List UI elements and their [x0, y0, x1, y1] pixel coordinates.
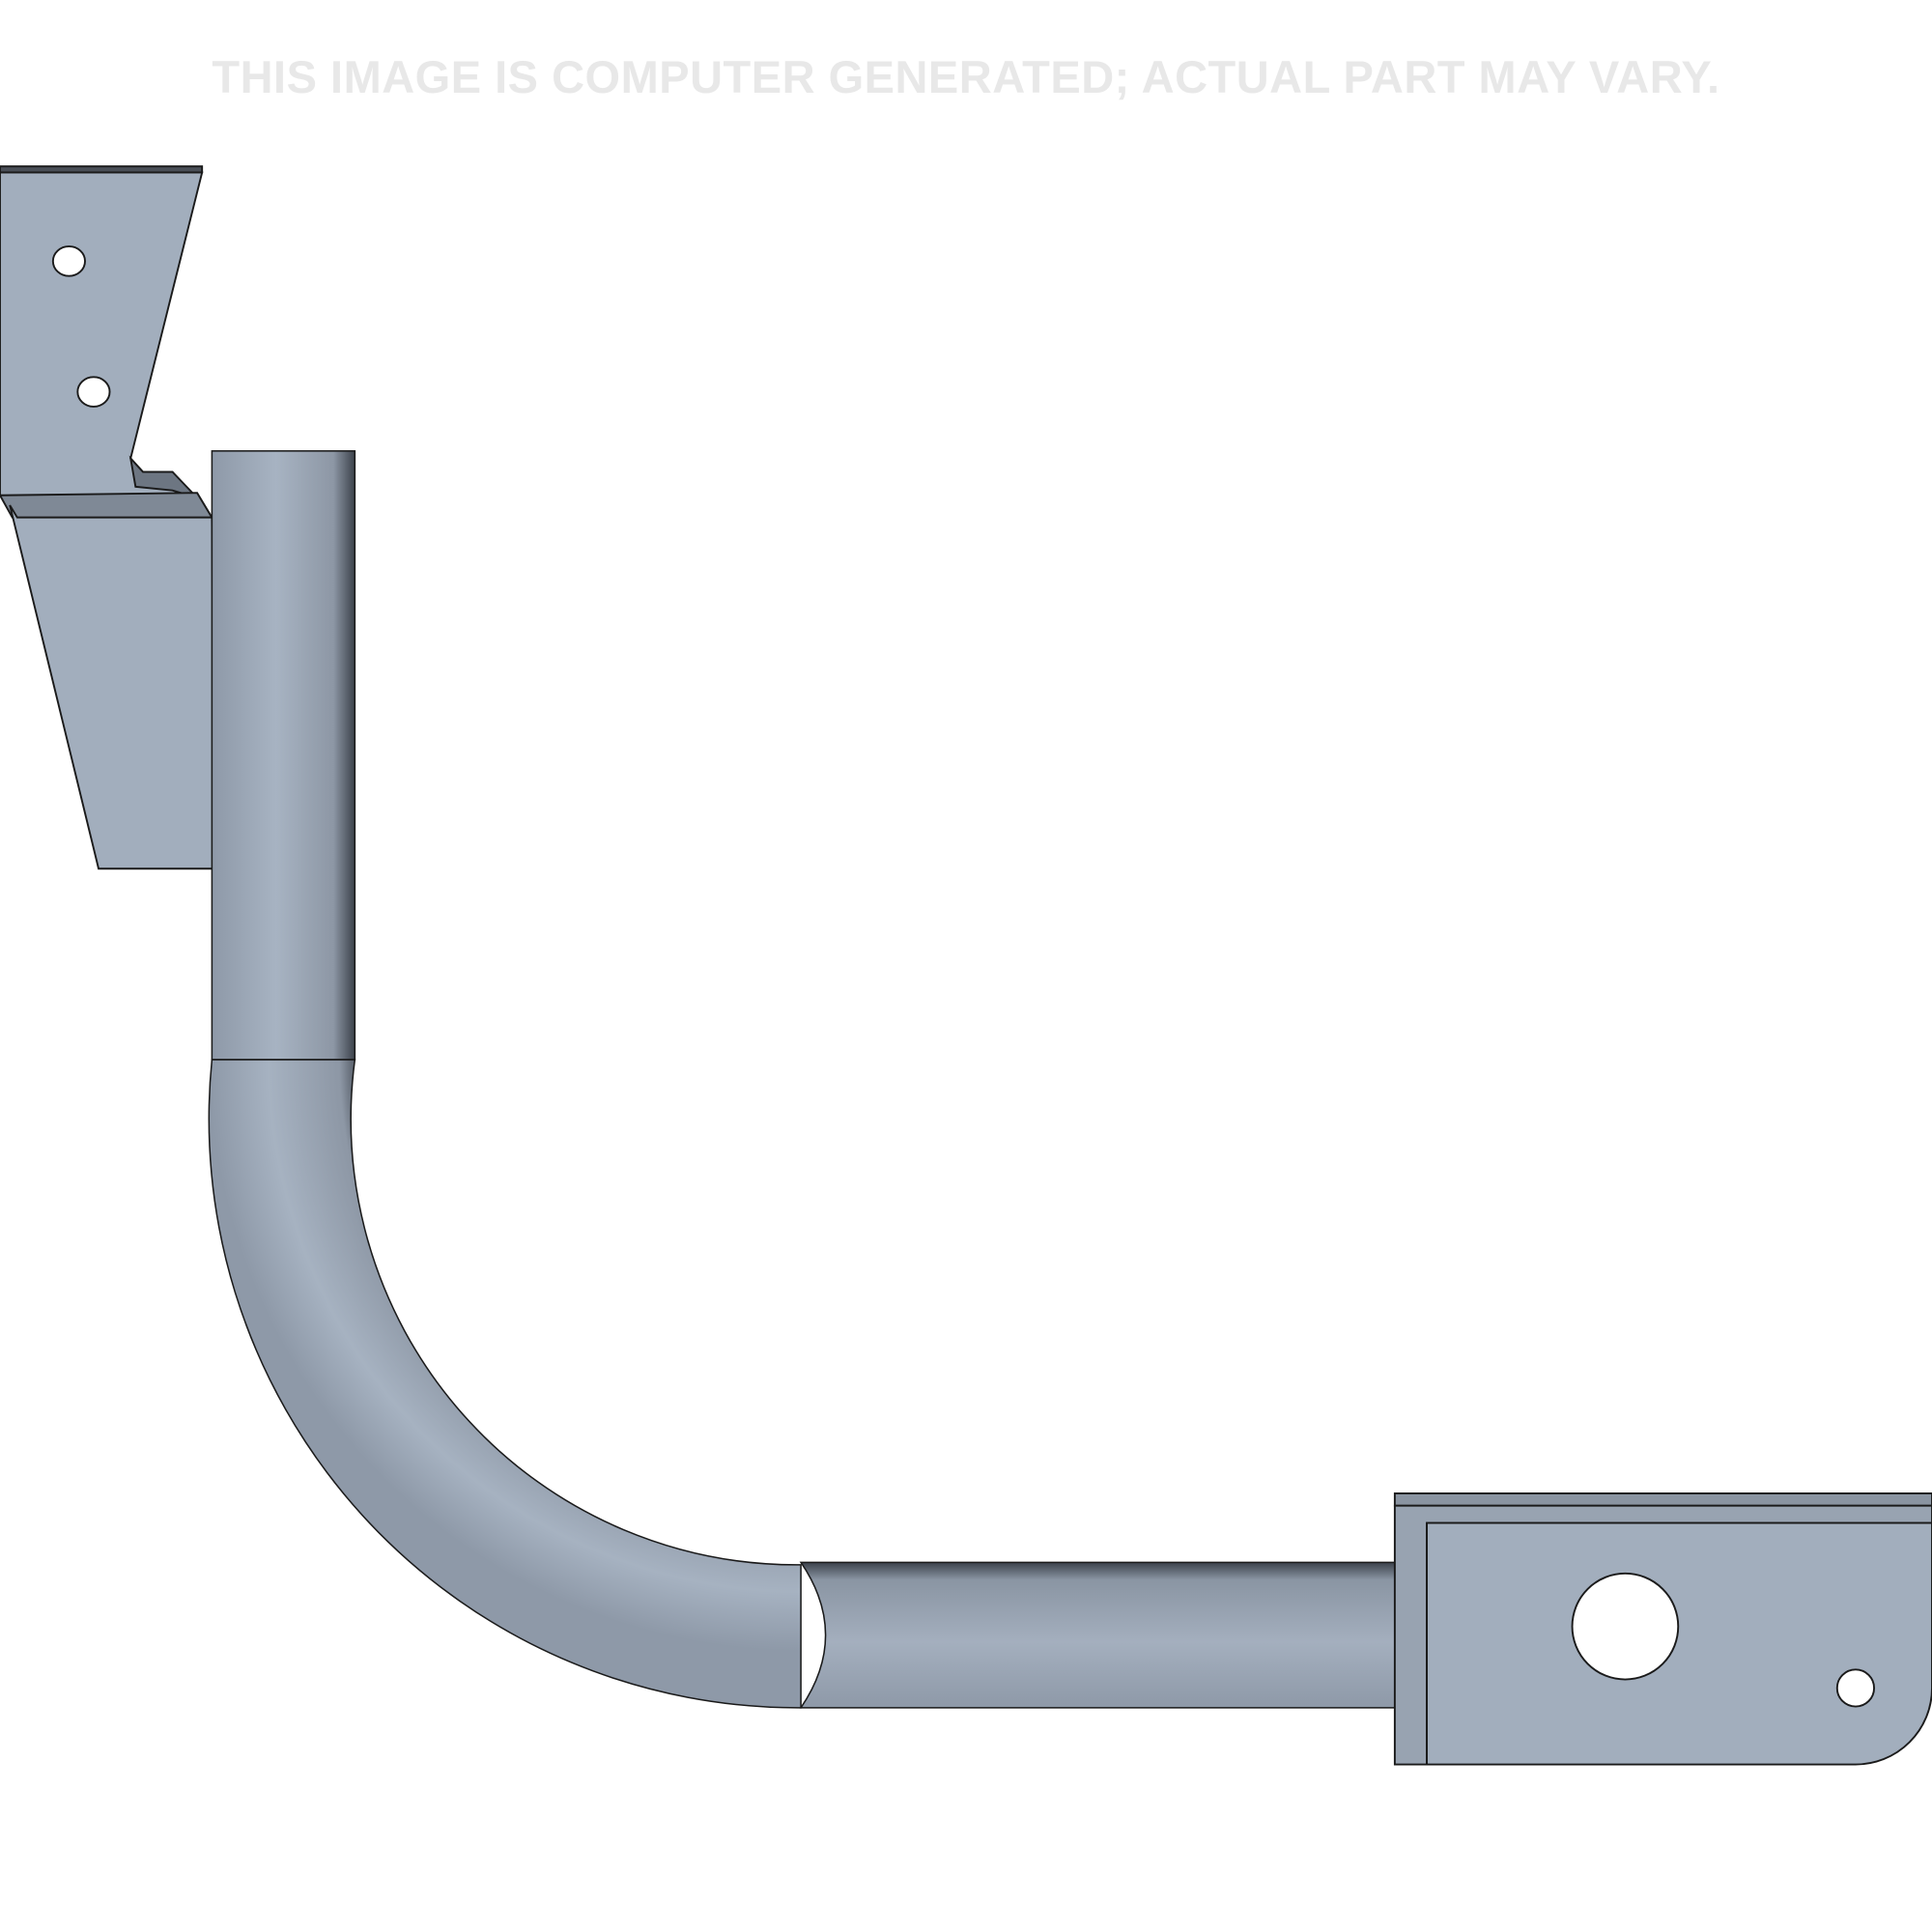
- tube-vertical-section: [211, 450, 356, 1061]
- bracket-upper-plate: [0, 171, 213, 519]
- top-bracket: [0, 165, 215, 870]
- tube-bend-section: [208, 1059, 802, 1709]
- tube-horizontal-section: [799, 1561, 1399, 1709]
- bracket-hole: [51, 245, 86, 277]
- mount-plate: [1393, 1492, 1932, 1766]
- tube: [208, 450, 1399, 1709]
- bracket-bend: [0, 492, 214, 519]
- disclaimer-text: THIS IMAGE IS COMPUTER GENERATED; ACTUAL…: [212, 51, 1720, 102]
- bracket-hole: [76, 376, 111, 408]
- plate-face: [1426, 1521, 1932, 1766]
- bracket-lower-plate: [9, 504, 215, 870]
- plate-top-flange: [1393, 1492, 1932, 1507]
- plate-small-hole: [1835, 1668, 1876, 1708]
- plate-large-hole: [1571, 1572, 1680, 1681]
